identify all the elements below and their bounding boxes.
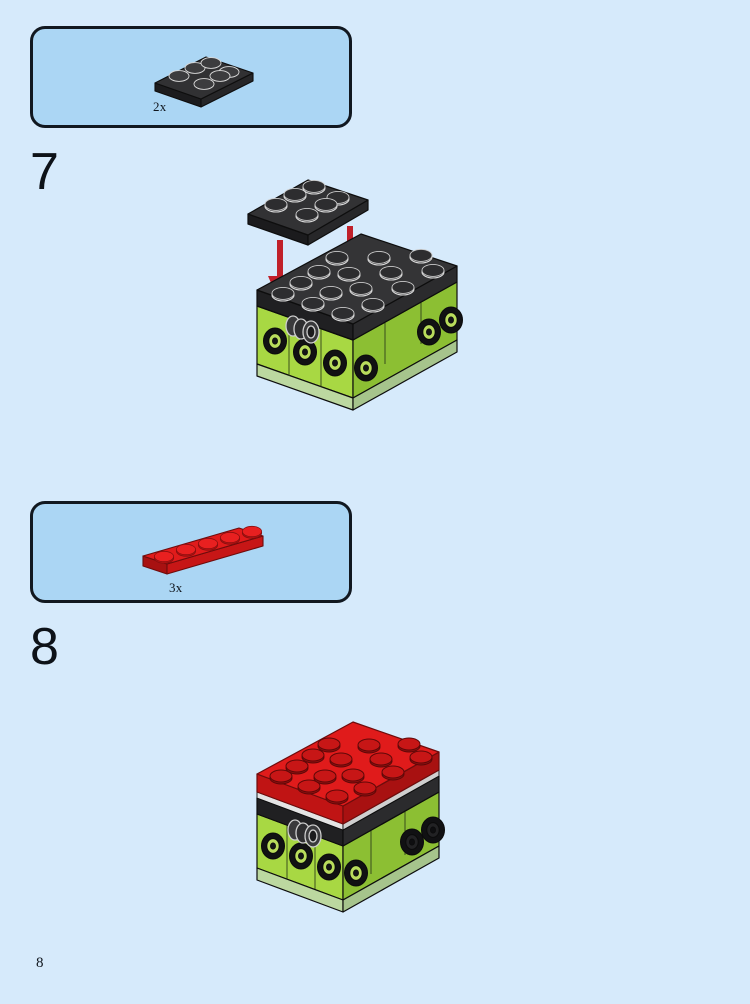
step-number-8: 8 — [30, 618, 59, 676]
assembly-illustration-step-7 — [235, 158, 480, 413]
page-number: 8 — [36, 955, 44, 971]
part-plate-1x5-red — [133, 518, 273, 580]
plate-2x3-black-svg — [154, 56, 254, 108]
parts-callout-box-step-7: 2x — [30, 26, 352, 128]
parts-quantity-label-step-8: 3x — [169, 580, 183, 595]
assembly-step-8-svg — [256, 721, 445, 913]
technic-pin-detail-8 — [287, 819, 322, 848]
plate-1x5-red-svg — [142, 525, 264, 575]
parts-quantity-label-step-7: 2x — [153, 99, 167, 114]
assembly-step-7-svg — [247, 179, 463, 411]
model-light-stripe — [256, 769, 440, 831]
assembly-illustration-step-8 — [243, 721, 468, 913]
step-number-7: 7 — [30, 143, 59, 201]
technic-pin-detail — [285, 315, 320, 344]
parts-callout-box-step-8: 3x — [30, 501, 352, 603]
part-plate-2x3-black — [143, 41, 263, 111]
